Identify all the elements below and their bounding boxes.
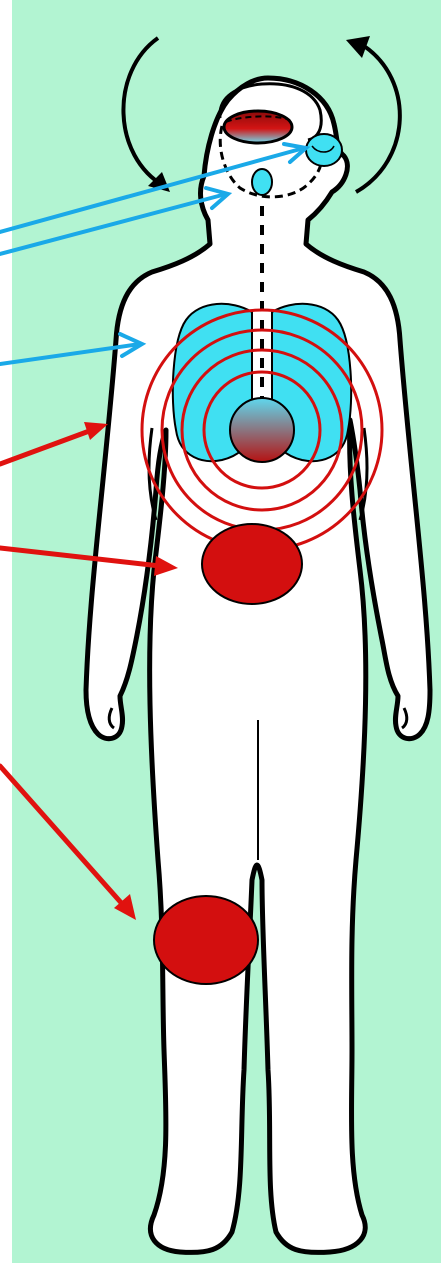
knee-joint-icon xyxy=(154,896,258,984)
heart-icon xyxy=(230,398,294,462)
stomach-icon xyxy=(202,524,302,604)
pituitary-icon xyxy=(252,169,272,195)
ear-icon xyxy=(306,134,342,166)
